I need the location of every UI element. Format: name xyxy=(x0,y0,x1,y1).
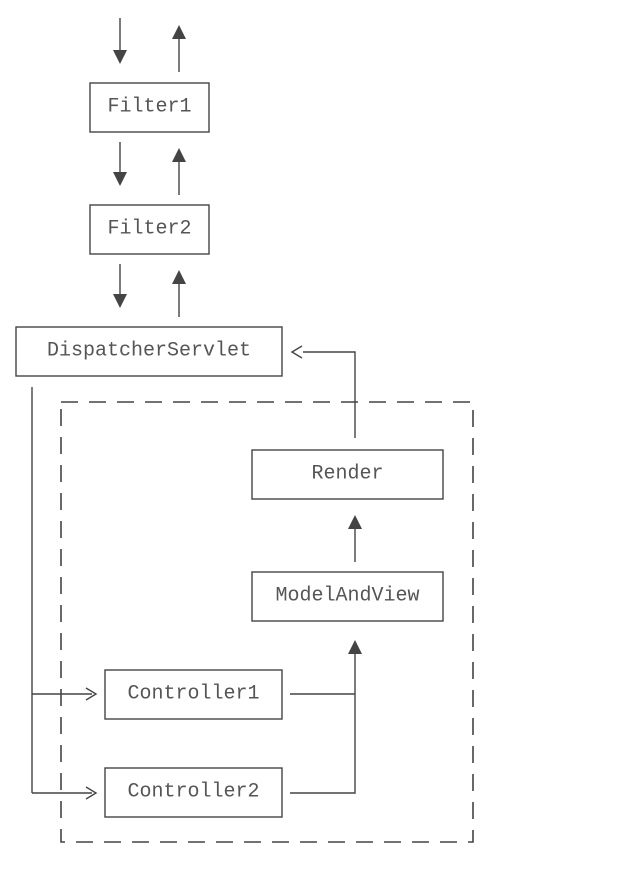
filter1-node: Filter1 xyxy=(89,82,210,133)
controller1-label: Controller1 xyxy=(127,683,259,706)
render-node: Render xyxy=(251,449,444,500)
render-to-dispatcher-arrow xyxy=(290,345,356,438)
controller2-label: Controller2 xyxy=(127,781,259,804)
handler-boundary xyxy=(60,401,474,843)
controller2-to-model-and-view-line xyxy=(290,653,356,794)
outgoing-response-arrow xyxy=(172,25,186,72)
dispatcher-servlet-label: DispatcherServlet xyxy=(47,340,251,363)
model-and-view-to-render-arrow xyxy=(348,515,362,562)
controller2-node: Controller2 xyxy=(104,767,283,818)
dispatcher-to-controller1-arrow xyxy=(32,687,98,701)
dispatcher-servlet-node: DispatcherServlet xyxy=(15,326,283,377)
filter2-to-filter1-arrow xyxy=(172,148,186,195)
filter1-to-filter2-arrow xyxy=(113,142,127,186)
incoming-request-arrow xyxy=(113,18,127,64)
controllers-to-model-and-view-arrow xyxy=(348,640,362,654)
filter1-label: Filter1 xyxy=(107,96,191,119)
filter2-node: Filter2 xyxy=(89,204,210,255)
render-label: Render xyxy=(311,463,383,486)
dispatcher-to-controller2-arrow xyxy=(32,786,98,800)
controller1-node: Controller1 xyxy=(104,669,283,720)
model-and-view-label: ModelAndView xyxy=(275,585,419,608)
filter2-label: Filter2 xyxy=(107,218,191,241)
dispatcher-to-filter2-arrow xyxy=(172,270,186,317)
filter2-to-dispatcher-arrow xyxy=(113,264,127,308)
model-and-view-node: ModelAndView xyxy=(251,571,444,622)
